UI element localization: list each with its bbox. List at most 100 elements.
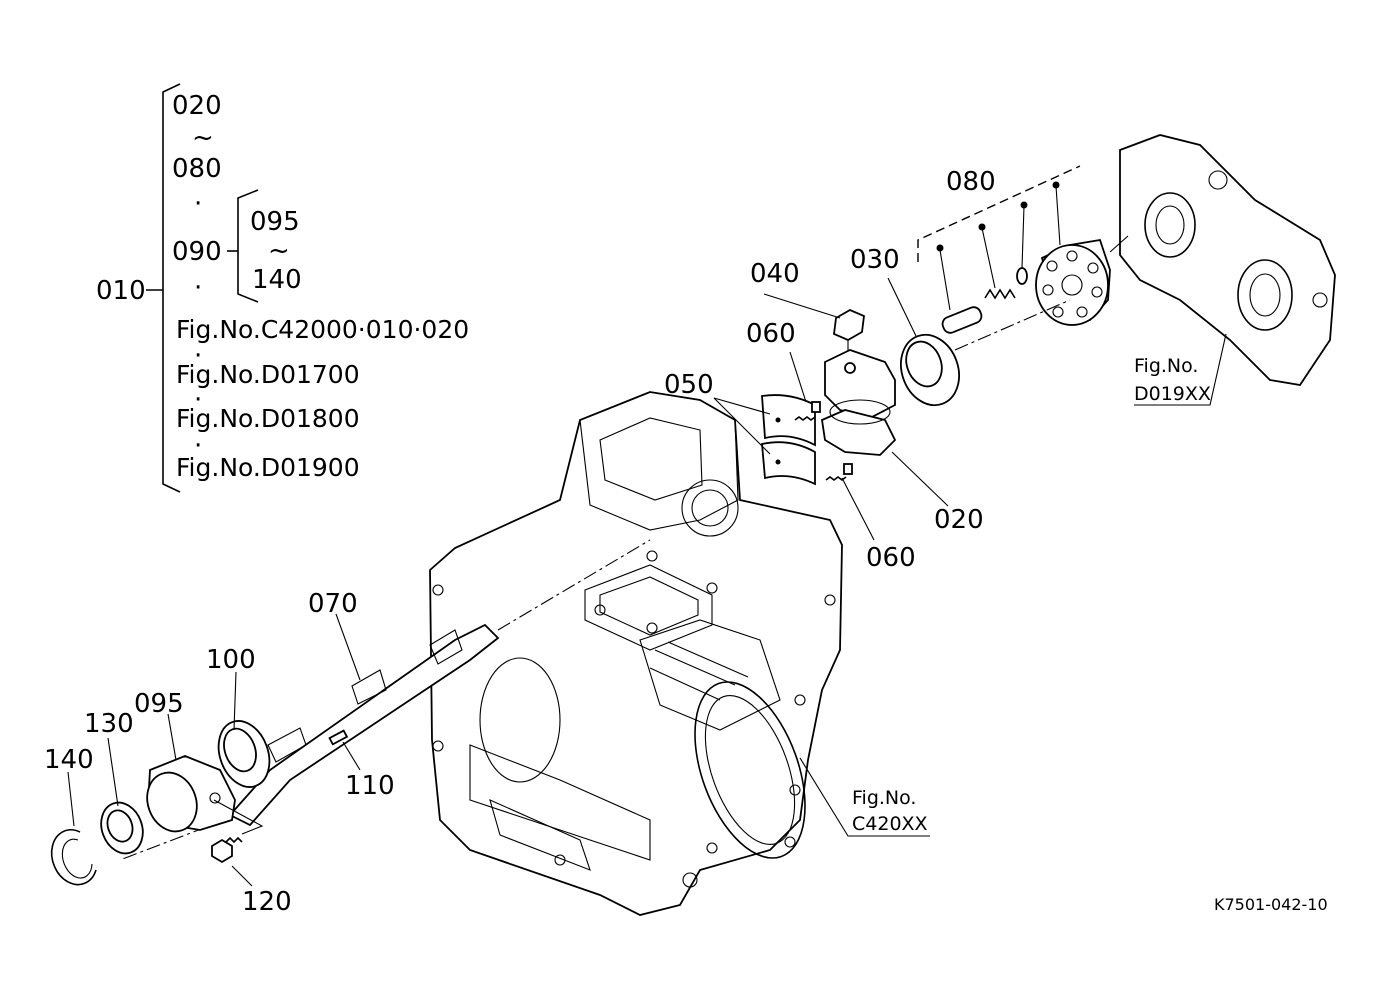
case-upper-bore-inner <box>691 489 729 527</box>
leader-dot-1 <box>936 244 944 252</box>
snap-ring-drawing <box>50 829 97 886</box>
leader-dot-3 <box>1020 201 1028 209</box>
leader-block <box>1055 185 1061 246</box>
legend-range-start: 020 <box>172 91 222 121</box>
case-front-bore <box>479 657 561 783</box>
bushing-lower-hole <box>775 459 781 465</box>
callout-095: 095 <box>134 689 184 719</box>
legend-bracket-outer <box>162 83 181 493</box>
oil-seal-drawing <box>217 720 271 788</box>
leader-120 <box>231 865 253 887</box>
cylinder-block-face <box>1035 244 1109 326</box>
legend-item-090: 090 <box>172 237 222 267</box>
legend-dot-5: · <box>194 431 202 461</box>
legend-fig-ref-3: Fig.No.D01800 <box>176 404 360 433</box>
leader-020 <box>891 451 949 507</box>
ref-cover-label: Fig.No. <box>1134 355 1198 377</box>
rear-cover-port-2 <box>1237 259 1293 331</box>
callout-020: 020 <box>934 505 984 535</box>
callout-060-bottom: 060 <box>866 543 916 573</box>
cylinder-block-center <box>1061 274 1083 296</box>
bearing-holder-hole <box>209 792 221 804</box>
screw-lower-head <box>843 463 853 475</box>
piston-washer <box>1016 267 1028 285</box>
screw-upper-thread <box>794 416 816 421</box>
piston-spring <box>984 288 1016 300</box>
snap-ring <box>50 829 97 886</box>
ref-case-code: C420XX <box>852 813 928 835</box>
shaft-spline-front <box>267 727 307 763</box>
shaft-spline-rear <box>429 629 463 665</box>
leader-piston <box>939 249 951 311</box>
thrust-ring-inner <box>905 340 943 388</box>
callout-060-top: 060 <box>746 319 796 349</box>
leader-060-bottom <box>841 477 875 541</box>
legend-fig-ref-2: Fig.No.D01700 <box>176 360 360 389</box>
legend-tilde-1: ~ <box>192 123 214 153</box>
callout-120: 120 <box>242 887 292 917</box>
legend-sub-end: 140 <box>252 265 302 295</box>
rear-cover-port-2-inner <box>1249 273 1281 317</box>
piston-axis <box>954 299 1071 351</box>
parts-legend: 020 ~ 080 · 090 095 ~ 140 · 010 Fig.No.C… <box>96 83 469 493</box>
callout-leaders <box>67 277 1227 887</box>
shaft-body <box>228 623 500 827</box>
leader-case-ref <box>799 757 930 837</box>
legend-dot-4: · <box>194 385 202 415</box>
swash-plate-upper <box>824 349 896 419</box>
leader-dot-2 <box>978 223 986 231</box>
ball-bearing-inner <box>106 809 134 843</box>
legend-fig-ref-1: Fig.No.C42000·010·020 <box>176 315 469 344</box>
swash-plate-drawing <box>821 349 897 456</box>
leader-030 <box>887 277 917 337</box>
legend-fig-ref-4: Fig.No.D01900 <box>176 453 360 482</box>
cylinder-block-bores <box>1042 250 1103 318</box>
drawing-code: K7501-042-10 <box>1214 895 1328 914</box>
case-rib-3 <box>649 667 721 701</box>
rear-cover-port-1-inner <box>1155 205 1185 245</box>
callout-140: 140 <box>44 745 94 775</box>
oil-seal-inner <box>223 727 257 773</box>
callout-050: 050 <box>664 370 714 400</box>
screw-upper-head <box>811 401 821 413</box>
leader-110 <box>342 741 361 771</box>
bushing-lower <box>761 441 816 486</box>
bushing-upper-hole <box>775 417 781 423</box>
piston <box>941 306 983 334</box>
leader-cover-ref <box>1134 333 1227 406</box>
legend-dot-1: · <box>194 189 202 219</box>
bearing-holder-bore <box>146 771 198 833</box>
callout-100: 100 <box>206 645 256 675</box>
case-rib-2 <box>667 641 749 678</box>
leader-100 <box>233 671 237 731</box>
rear-cover-axis <box>1109 235 1129 253</box>
rear-cover-drawing <box>1109 134 1336 386</box>
swash-plate-stud <box>844 362 856 374</box>
ref-cover-code: D019XX <box>1134 383 1211 405</box>
case-upper-bore <box>681 479 739 537</box>
legend-range-end: 080 <box>172 154 222 184</box>
leader-140 <box>67 771 75 827</box>
callout-030: 030 <box>850 245 900 275</box>
legend-dot-3: · <box>194 341 202 371</box>
leader-095 <box>167 713 177 761</box>
leader-130 <box>107 737 119 807</box>
bolt-drawing <box>211 799 264 864</box>
shaft-spline-mid <box>351 669 387 705</box>
screws-drawing <box>794 401 853 481</box>
case-top-opening <box>584 564 713 651</box>
bearing-holder-drawing <box>146 755 236 833</box>
callout-110: 110 <box>345 771 395 801</box>
bolt-thread <box>225 836 243 844</box>
cylinder-block-drawing <box>917 165 1111 351</box>
bolt-leader <box>213 799 264 835</box>
rear-cover-boss <box>1312 292 1328 308</box>
legend-bracket-inner <box>237 189 259 303</box>
leader-dot-4 <box>1052 181 1060 189</box>
leader-washer <box>1021 205 1025 269</box>
pivot-block <box>833 308 865 342</box>
legend-tilde-2: ~ <box>268 236 290 266</box>
case-ribs <box>639 619 781 731</box>
bushings-drawing <box>761 394 816 486</box>
